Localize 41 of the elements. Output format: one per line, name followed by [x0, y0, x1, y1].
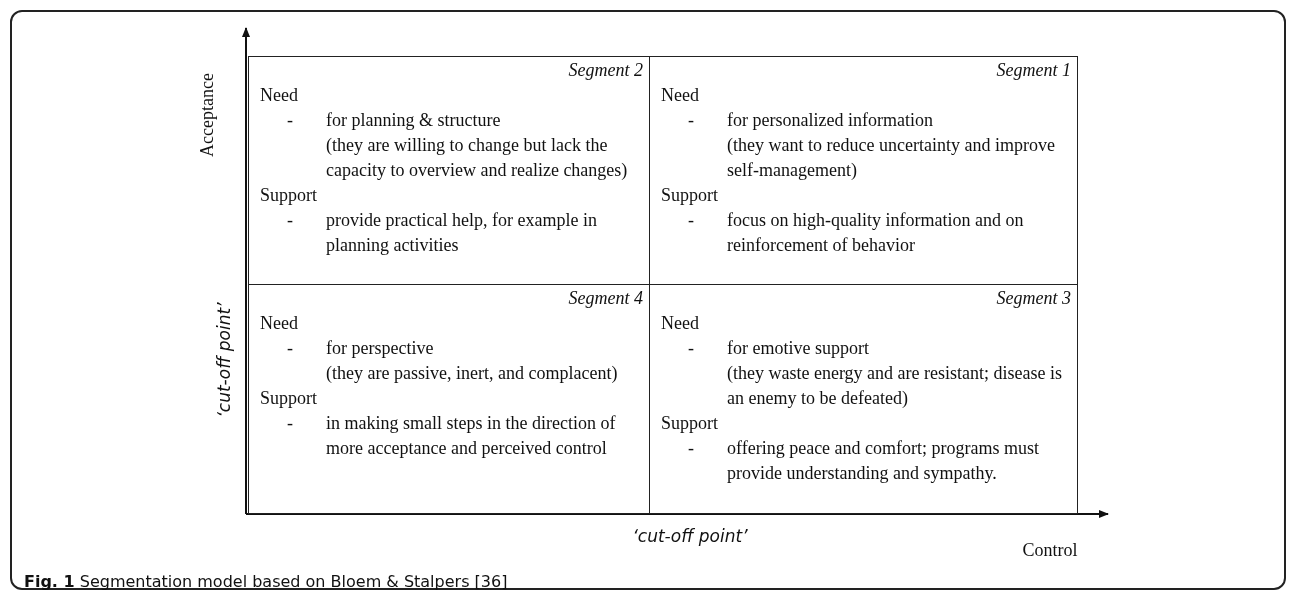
axis-note: ‘cut-off point’ — [632, 526, 748, 546]
axis-title: Acceptance — [197, 73, 217, 157]
figure-caption: Fig. 1 Segmentation model based on Bloem & Stalpers [36] — [24, 572, 508, 591]
quadrant-cell — [649, 284, 1078, 514]
item-text: focus on high-quality information and on reinforcement of behavior — [727, 209, 1025, 257]
item-text: for emotive support — [727, 337, 870, 360]
heading-text: Need — [661, 84, 700, 107]
note-text: (they want to reduce uncertainty and improve self-management) — [727, 134, 1056, 182]
bullet-dash: - — [687, 337, 695, 360]
heading-text: Need — [661, 312, 700, 335]
item-text: for personalized information — [727, 109, 934, 132]
quadrant-cell — [248, 56, 650, 285]
segment-label: Segment 4 — [567, 287, 643, 310]
note-text: (they are passive, inert, and complacent) — [326, 362, 619, 385]
item-text: for perspective — [326, 337, 435, 360]
item-text: provide practical help, for example in planning activities — [326, 209, 598, 257]
heading-text: Support — [260, 387, 318, 410]
axis-title: Control — [1022, 540, 1078, 560]
segment-label: Segment 1 — [995, 59, 1071, 82]
axis-note: ‘cut-off point’ — [214, 302, 234, 418]
note-text: (they waste energy and are resistant; disease is an enemy to be defeated) — [727, 362, 1064, 410]
segment-label: Segment 3 — [995, 287, 1071, 310]
bullet-dash: - — [687, 437, 695, 460]
item-text: for planning & structure — [326, 109, 502, 132]
bullet-dash: - — [286, 209, 294, 232]
bullet-dash: - — [286, 412, 294, 435]
heading-text: Support — [661, 412, 719, 435]
heading-text: Support — [260, 184, 318, 207]
item-text: offering peace and comfort; programs must provide understanding and sympathy. — [727, 437, 1041, 485]
bullet-dash: - — [687, 109, 695, 132]
heading-text: Need — [260, 312, 299, 335]
quadrant-cell — [649, 56, 1078, 285]
item-text: in making small steps in the direction of more acceptance and perceived control — [326, 412, 617, 460]
bullet-dash: - — [687, 209, 695, 232]
heading-text: Support — [661, 184, 719, 207]
segment-label: Segment 2 — [567, 59, 643, 82]
heading-text: Need — [260, 84, 299, 107]
bullet-dash: - — [286, 109, 294, 132]
bullet-dash: - — [286, 337, 294, 360]
quadrant-cell — [248, 284, 650, 514]
note-text: (they are willing to change but lack the capacity to overview and realize changes) — [326, 134, 629, 182]
